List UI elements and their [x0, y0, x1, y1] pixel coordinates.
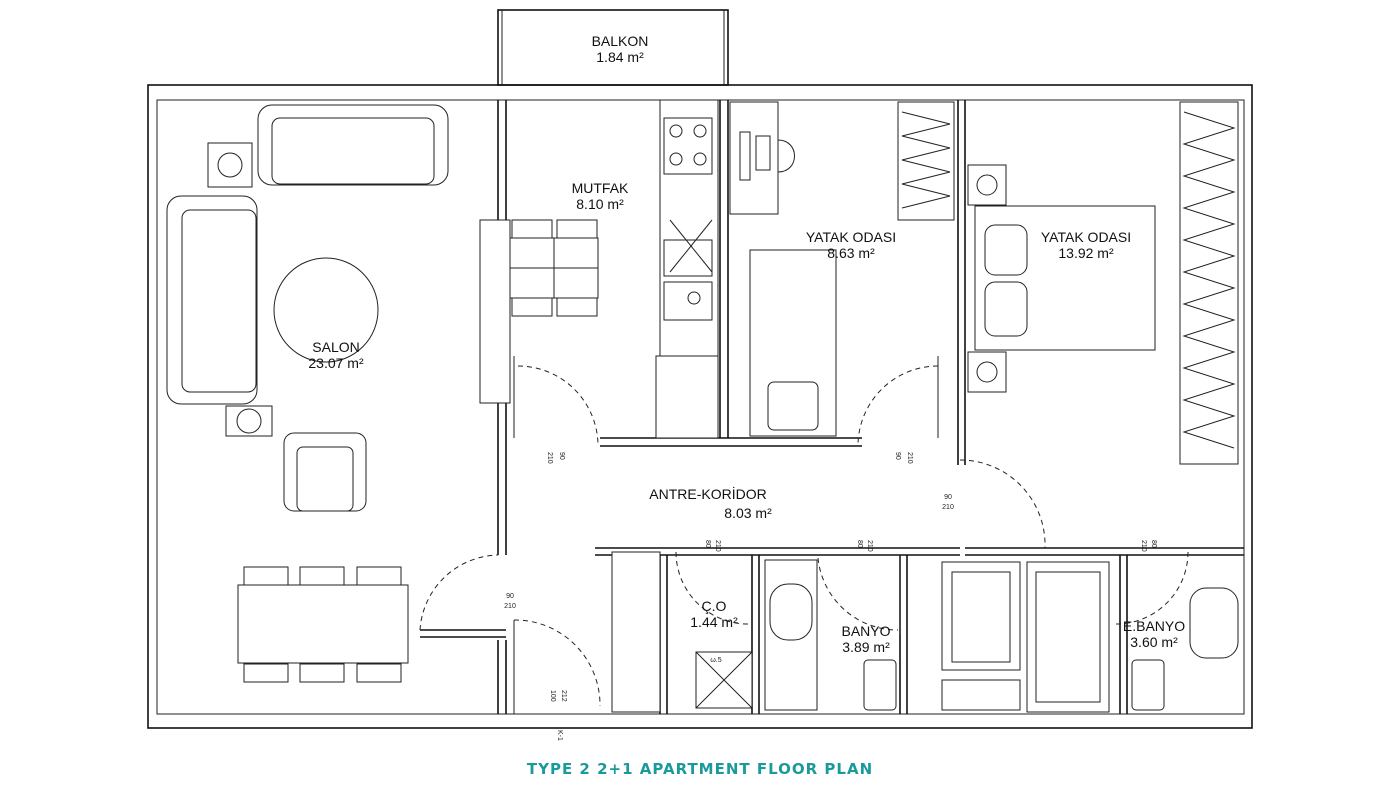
dim-bed2-b: 210 — [942, 504, 954, 511]
room-name-salon: SALON — [312, 339, 359, 355]
room-area-balkon: 1.84 m² — [596, 49, 644, 65]
room-area-yatak2: 13.92 m² — [1058, 245, 1114, 261]
room-name-yatak1: YATAK ODASI — [806, 229, 896, 245]
room-area-co: 1.44 m² — [690, 614, 738, 630]
kitchen-counter — [655, 99, 719, 439]
room-area-mutfak: 8.10 m² — [576, 196, 624, 212]
dim-co-b: 210 — [714, 540, 721, 552]
dim-entry-a: 100 — [549, 690, 556, 702]
bedroom1-furniture — [729, 101, 955, 437]
dim-banyo-a: 80 — [856, 540, 863, 548]
room-area-ebanyo: 3.60 m² — [1130, 634, 1178, 650]
dim-banyo-b: 210 — [866, 540, 873, 552]
dim-ebanyo-b: 210 — [1140, 540, 1147, 552]
door-dimensions: 90 210 90 210 90 210 80 210 80 210 80 21… — [504, 452, 1157, 741]
dim-bed1-a: 90 — [894, 452, 901, 460]
wet-areas — [611, 551, 1239, 713]
entry-door-tag: K-1 — [556, 730, 563, 741]
room-area-banyo: 3.89 m² — [842, 639, 890, 655]
room-name-yatak2: YATAK ODASI — [1041, 229, 1131, 245]
dim-ebanyo-a: 80 — [1150, 540, 1157, 548]
dim-co-a: 80 — [704, 540, 711, 548]
door-swings — [419, 356, 1189, 714]
room-name-antre: ANTRE-KORİDOR — [649, 485, 766, 502]
floor-plan: BALKON 1.84 m² MUTFAK 8.10 m² SALON 23.0… — [147, 9, 1253, 741]
room-name-mutfak: MUTFAK — [572, 180, 629, 196]
room-area-antre: 8.03 m² — [724, 505, 772, 521]
dim-kitchen-a: 90 — [558, 452, 565, 460]
room-name-co: Ç.O — [702, 598, 727, 614]
dim-bed1-b: 210 — [906, 452, 913, 464]
room-name-banyo: BANYO — [841, 623, 890, 639]
room-area-yatak1: 8.63 m² — [827, 245, 875, 261]
dim-salon-b: 210 — [504, 603, 516, 610]
room-name-balkon: BALKON — [592, 33, 649, 49]
room-name-ebanyo: E.BANYO — [1123, 618, 1185, 634]
kitchen-table — [479, 219, 599, 404]
room-area-salon: 23.07 m² — [308, 355, 364, 371]
plan-title: TYPE 2 2+1 APARTMENT FLOOR PLAN — [526, 760, 874, 778]
dim-salon-a: 90 — [506, 593, 514, 600]
dim-entry-b: 212 — [560, 690, 567, 702]
shower-tag: ω.5 — [710, 657, 721, 664]
dim-kitchen-b: 210 — [546, 452, 553, 464]
bedroom2-furniture — [967, 101, 1239, 465]
room-labels: BALKON 1.84 m² MUTFAK 8.10 m² SALON 23.0… — [308, 33, 1185, 655]
salon-furniture — [166, 104, 449, 683]
dim-bed2-a: 90 — [944, 494, 952, 501]
